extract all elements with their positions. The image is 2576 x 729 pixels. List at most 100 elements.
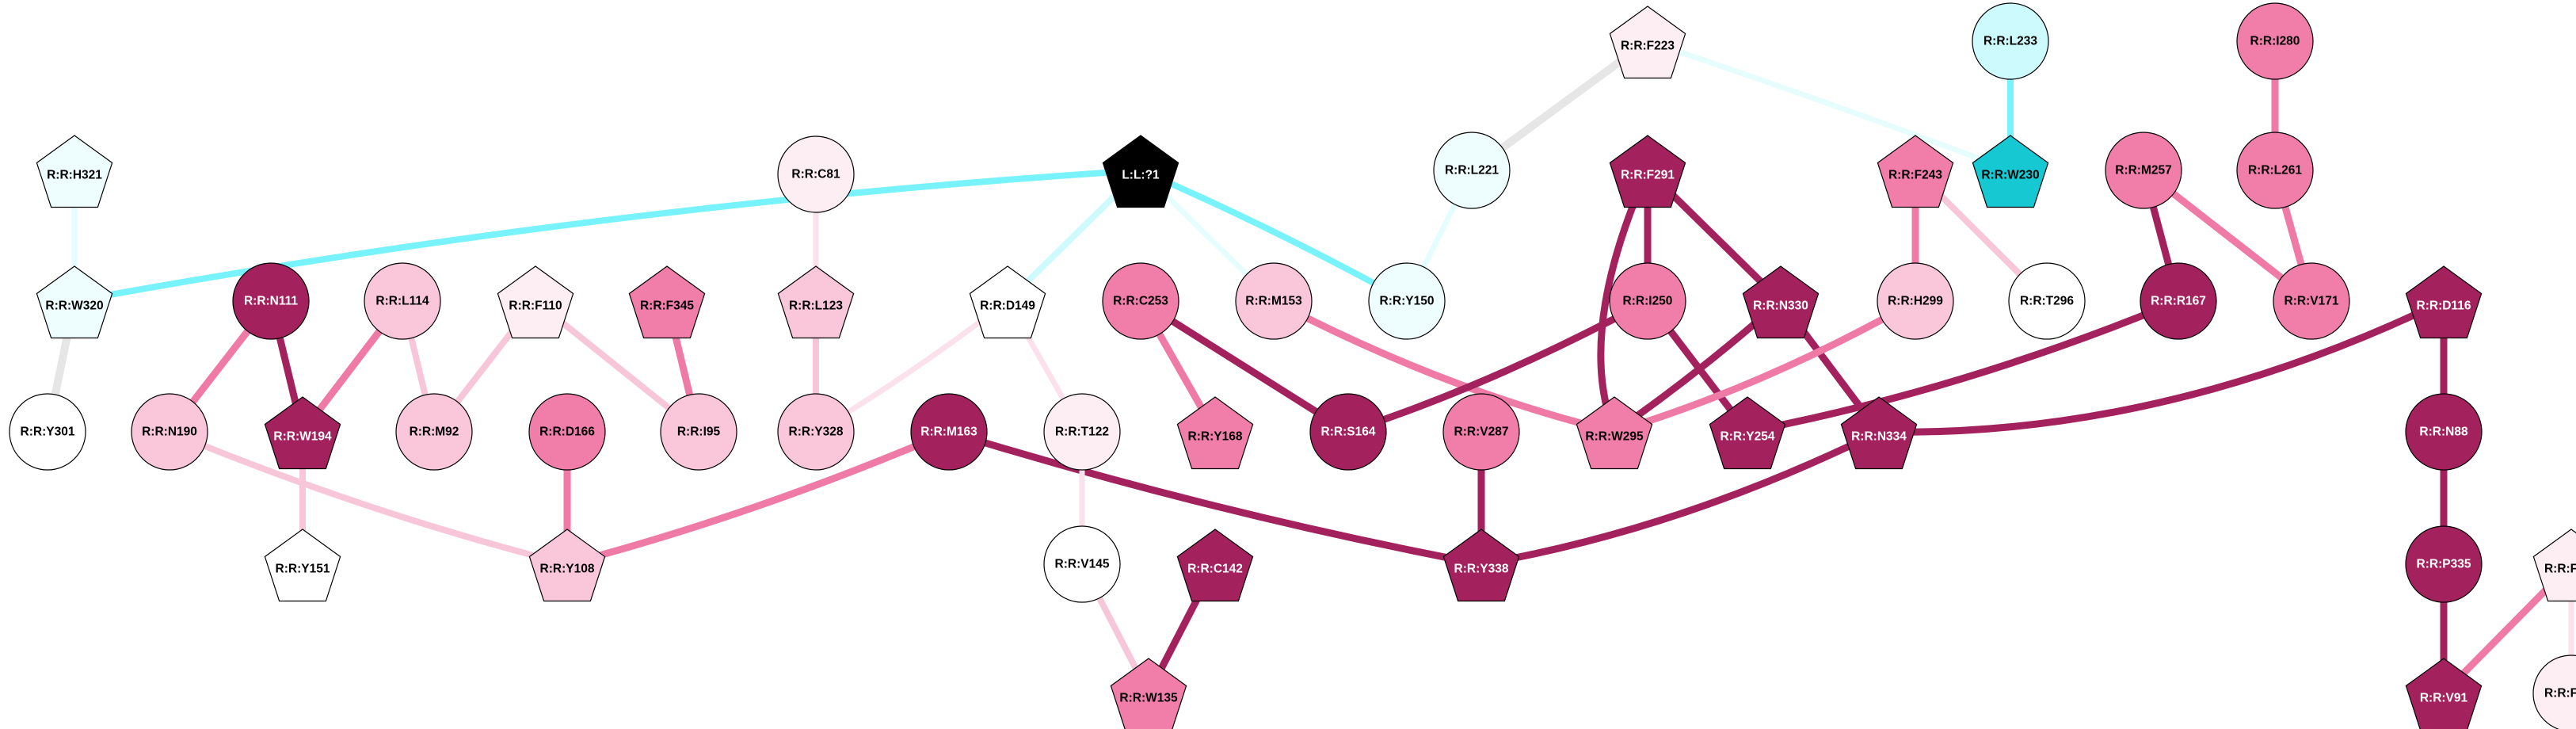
node-pentagon-shape xyxy=(497,265,574,339)
node-label: R:R:C142 xyxy=(1187,563,1243,576)
node-pentagon-shape xyxy=(1576,396,1653,470)
node-label: R:R:I250 xyxy=(1623,295,1673,308)
node-label: R:R:T122 xyxy=(1055,426,1109,439)
node-label: R:R:W295 xyxy=(1585,430,1644,444)
node-t122: R:R:T122 xyxy=(1043,393,1121,471)
node-circle-shape xyxy=(2105,132,2182,209)
node-circle-shape xyxy=(528,393,606,471)
node-label: R:R:S164 xyxy=(1321,426,1376,439)
node-m257: R:R:M257 xyxy=(2105,132,2182,209)
node-label: R:R:F340 xyxy=(2544,563,2576,576)
node-label: R:R:D116 xyxy=(2417,300,2471,313)
node-circle-shape xyxy=(2008,262,2086,340)
node-h299: R:R:H299 xyxy=(1877,262,1954,340)
edge-h299-w295 xyxy=(1610,297,1919,436)
node-l114: R:R:L114 xyxy=(364,262,441,340)
node-label: R:R:Y338 xyxy=(1454,563,1509,576)
node-circle-shape xyxy=(1972,2,2049,80)
node-label: R:R:V91 xyxy=(2420,692,2468,705)
node-w295: R:R:W295 xyxy=(1576,396,1653,470)
node-label: R:R:R167 xyxy=(2151,295,2206,308)
node-n334: R:R:N334 xyxy=(1840,396,1918,470)
node-label: R:R:F243 xyxy=(1888,169,1942,182)
node-d116: R:R:D116 xyxy=(2405,265,2483,339)
node-label: R:R:I280 xyxy=(2250,35,2300,48)
edge-m163-y338 xyxy=(945,428,1485,568)
node-i250: R:R:I250 xyxy=(1609,262,1686,340)
node-f223: R:R:F223 xyxy=(1609,6,1686,79)
node-circle-shape xyxy=(364,262,441,340)
node-y168: R:R:Y168 xyxy=(1176,396,1254,470)
node-w230: R:R:W230 xyxy=(1972,135,2049,208)
node-label: R:R:N190 xyxy=(142,426,197,439)
node-d166: R:R:D166 xyxy=(528,393,606,471)
node-circle-shape xyxy=(910,393,988,471)
node-label: L:L:?1 xyxy=(1122,169,1160,182)
node-l123: R:R:L123 xyxy=(777,265,855,339)
node-y301: R:R:Y301 xyxy=(9,393,86,471)
node-w135: R:R:W135 xyxy=(1110,658,1187,729)
node-label: R:R:V145 xyxy=(1055,558,1110,571)
node-label: R:R:P335 xyxy=(2417,558,2471,571)
node-pentagon-shape xyxy=(264,529,341,602)
edge-f223-w230 xyxy=(1644,38,2014,174)
node-pentagon-shape xyxy=(36,265,113,339)
node-circle-shape xyxy=(1877,262,1954,340)
node-label: R:R:F223 xyxy=(1621,40,1675,53)
node-f291: R:R:F291 xyxy=(1609,135,1686,208)
node-pentagon-shape xyxy=(969,265,1046,339)
node-l1: L:L:?1 xyxy=(1102,135,1179,208)
node-n330: R:R:N330 xyxy=(1742,265,1820,339)
node-label: R:R:Y301 xyxy=(21,426,75,439)
node-pentagon-shape xyxy=(1840,396,1918,470)
node-pentagon-shape xyxy=(36,135,113,208)
node-v145: R:R:V145 xyxy=(1043,525,1121,603)
node-label: R:R:M153 xyxy=(1245,295,1302,308)
node-pentagon-shape xyxy=(1442,529,1520,602)
node-w194: R:R:W194 xyxy=(264,396,341,470)
node-pentagon-shape xyxy=(1176,396,1254,470)
node-c142: R:R:C142 xyxy=(1176,529,1254,602)
node-label: R:R:Y328 xyxy=(789,426,844,439)
node-y108: R:R:Y108 xyxy=(528,529,606,602)
node-label: R:R:N88 xyxy=(2419,426,2468,439)
node-pentagon-shape xyxy=(1972,135,2049,208)
node-y150: R:R:Y150 xyxy=(1368,262,1446,340)
node-label: R:R:D149 xyxy=(980,300,1035,313)
node-d149: R:R:D149 xyxy=(969,265,1046,339)
edge-m153-w295 xyxy=(1270,297,1618,436)
node-circle-shape xyxy=(1102,262,1179,340)
node-label: R:R:V171 xyxy=(2284,295,2339,308)
node-c81: R:R:C81 xyxy=(777,135,855,213)
node-v91: R:R:V91 xyxy=(2405,658,2483,729)
node-f345: R:R:F345 xyxy=(628,265,706,339)
node-h321: R:R:H321 xyxy=(36,135,113,208)
node-label: R:R:C253 xyxy=(1113,295,1168,308)
node-pentagon-shape xyxy=(1102,135,1179,208)
node-l221: R:R:L221 xyxy=(1433,132,1511,209)
node-f340: R:R:F340 xyxy=(2532,529,2576,602)
node-circle-shape xyxy=(9,393,86,471)
node-r167: R:R:R167 xyxy=(2140,262,2217,340)
node-c253: R:R:C253 xyxy=(1102,262,1179,340)
node-pentagon-shape xyxy=(2405,265,2483,339)
node-circle-shape xyxy=(131,393,208,471)
node-f243: R:R:F243 xyxy=(1877,135,1954,208)
node-pentagon-shape xyxy=(2532,529,2576,602)
node-n190: R:R:N190 xyxy=(131,393,208,471)
node-label: R:R:L114 xyxy=(375,295,429,308)
node-circle-shape xyxy=(1433,132,1511,209)
node-circle-shape xyxy=(2140,262,2217,340)
node-y151: R:R:Y151 xyxy=(264,529,341,602)
node-circle-shape xyxy=(2273,262,2350,340)
node-i95: R:R:I95 xyxy=(660,393,737,471)
node-circle-shape xyxy=(2532,655,2576,729)
node-n111: R:R:N111 xyxy=(232,262,310,340)
node-pentagon-shape xyxy=(1609,6,1686,79)
node-circle-shape xyxy=(1442,393,1520,471)
node-pentagon-shape xyxy=(528,529,606,602)
node-y338: R:R:Y338 xyxy=(1442,529,1520,602)
node-label: R:R:Y151 xyxy=(276,563,330,576)
node-circle-shape xyxy=(777,135,855,213)
node-m153: R:R:M153 xyxy=(1235,262,1313,340)
